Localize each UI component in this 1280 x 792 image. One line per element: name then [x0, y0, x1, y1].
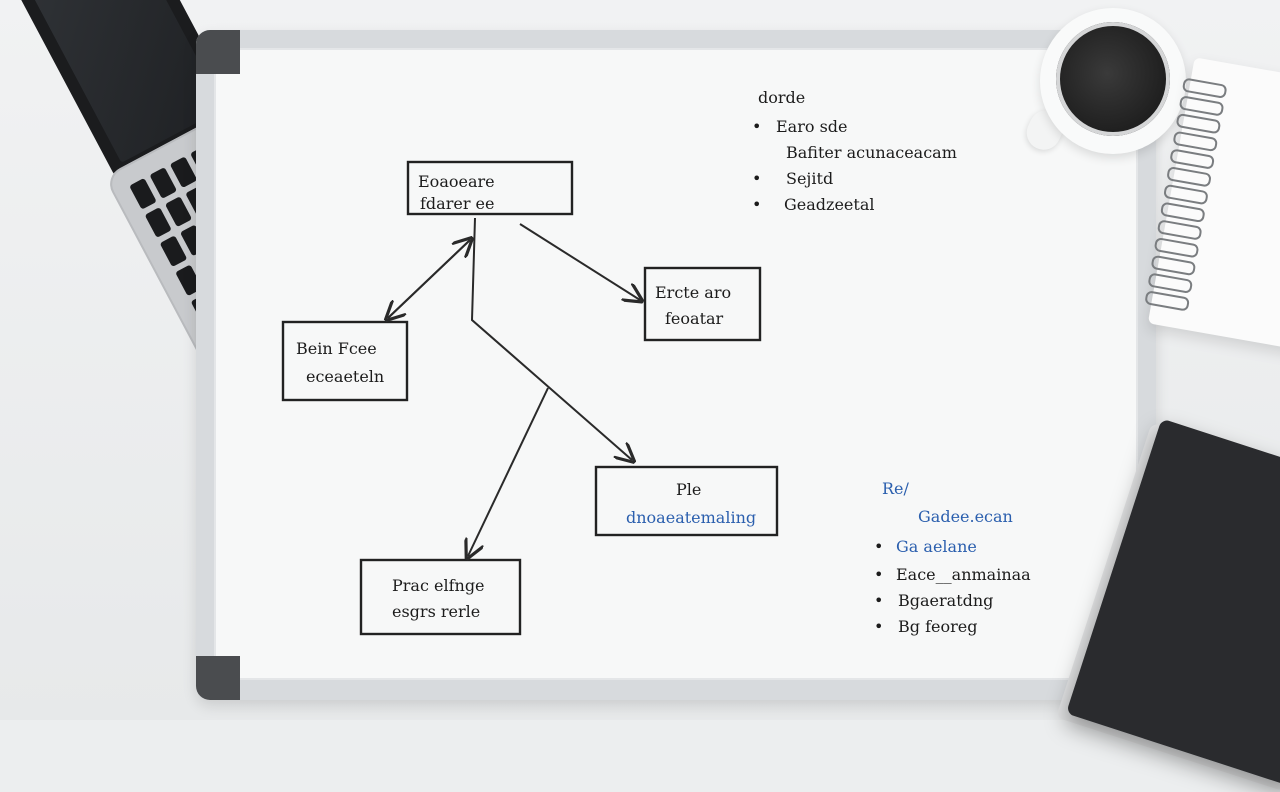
- bottom-list-bullet: •: [874, 537, 883, 556]
- top-list-bullet: •: [752, 169, 761, 188]
- bottom-list-heading: Re/: [882, 479, 910, 498]
- bottom-list-item: Bg feoreg: [898, 617, 977, 636]
- coffee: [1056, 22, 1170, 136]
- top-list-item: Sejitd: [786, 169, 833, 188]
- top-list-bullet: •: [752, 117, 761, 136]
- mid-box-line-1: Ple: [676, 480, 701, 499]
- bottom-list-subheading: Gadee.ecan: [918, 507, 1013, 526]
- diagram-box-top: [406, 160, 574, 216]
- right-box-line-1: Ercte aro: [655, 283, 731, 302]
- arrow-top-to-middle: [470, 217, 632, 460]
- diagram-box-left: [281, 320, 409, 402]
- right-box-line-2: feoatar: [665, 309, 724, 328]
- bottom-list-bullet: •: [874, 617, 883, 636]
- spiral-ring: [1144, 290, 1191, 312]
- mid-box-line-2: dnoaeatemaling: [626, 508, 756, 527]
- bottom-list-item: Bgaeratdng: [898, 591, 993, 610]
- left-box-line-1: Bein Fcee: [296, 339, 377, 358]
- bottom-list-bullet: •: [874, 565, 883, 584]
- arrow-to-top: [387, 240, 470, 319]
- top-list-bullet: •: [752, 195, 761, 214]
- frame-corner-top-left: [196, 30, 240, 74]
- top-list-item: Geadzeetal: [784, 195, 874, 214]
- diagram-box-middle: [594, 465, 779, 537]
- arrow-top-to-right: [519, 223, 640, 300]
- bottom-list-item: Ga aelane: [896, 537, 977, 556]
- bottom-list-item: Eace__anmainaa: [896, 565, 1031, 584]
- top-list-item: Bafiter acunaceacam: [786, 143, 957, 162]
- frame-corner-bottom-left: [196, 656, 240, 700]
- whiteboard-surface: [214, 48, 1138, 680]
- top-list-heading: dorde: [758, 88, 805, 107]
- top-box-line-2: fdarer ee: [420, 194, 495, 213]
- bottom-box-line-2: esgrs rerle: [392, 602, 480, 621]
- left-box-line-2: eceaeteln: [306, 367, 384, 386]
- diagram-box-right: [643, 266, 762, 342]
- top-box-line-1: Eoaoeare: [418, 172, 495, 191]
- diagram-box-bottom: [359, 558, 522, 636]
- top-list-item: Earo sde: [776, 117, 848, 136]
- arrow-to-bottom: [468, 387, 549, 556]
- bottom-box-line-1: Prac elfnge: [392, 576, 485, 595]
- whiteboard-diagram: Eoaoeare fdarer ee Ercte aro feoatar Bei…: [281, 88, 1031, 636]
- bottom-list-bullet: •: [874, 591, 883, 610]
